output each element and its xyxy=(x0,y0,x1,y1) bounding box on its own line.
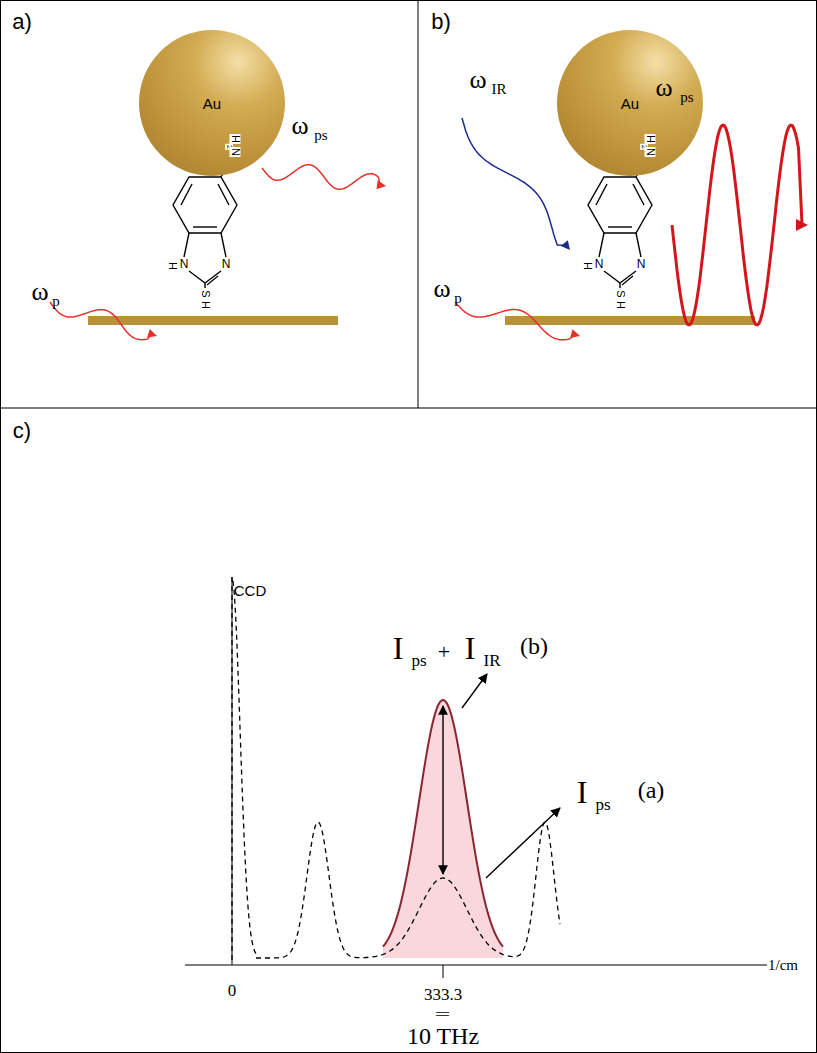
atom-label: S xyxy=(200,289,211,298)
atom-label: N xyxy=(221,258,232,270)
light-wave xyxy=(462,118,566,245)
frequency-symbol: ω xyxy=(433,276,450,302)
atom-label: H xyxy=(615,300,626,310)
particle-label: Au xyxy=(621,95,639,112)
atom-label: H xyxy=(645,134,656,144)
wave-arrowhead xyxy=(376,180,386,189)
atom-label: H xyxy=(200,300,211,310)
intensity-subscript: ps xyxy=(595,796,610,813)
intensity-subscript: ps xyxy=(411,652,426,669)
atom-label: N xyxy=(179,258,190,270)
panel-label: c) xyxy=(13,420,31,442)
panel-reference: (a) xyxy=(638,778,665,802)
atom-label: H xyxy=(167,261,178,271)
atom-label: H xyxy=(230,134,241,144)
frequency-subscript: p xyxy=(52,294,60,309)
atom-label: H xyxy=(582,261,593,271)
frequency-symbol: ω xyxy=(655,75,672,101)
panel-label: b) xyxy=(431,11,451,33)
plus-sign: + xyxy=(438,641,450,663)
intensity-subscript: IR xyxy=(484,652,501,669)
intensity-symbol: I xyxy=(465,632,476,664)
laser-line xyxy=(232,577,256,960)
raman-spectrum xyxy=(256,822,560,958)
equals-sign: || xyxy=(436,1011,451,1017)
panel-label: a) xyxy=(12,11,32,33)
particle-label: Au xyxy=(203,95,221,112)
enhanced-peak xyxy=(383,700,503,947)
atom-label: S xyxy=(615,289,626,298)
frequency-value: 10 THz xyxy=(407,1024,479,1048)
intensity-symbol: I xyxy=(577,776,588,808)
frequency-symbol: ω xyxy=(291,113,308,139)
enhanced-peak-fill xyxy=(383,700,503,958)
axis-unit: 1/cm xyxy=(767,958,799,973)
detector-label: CCD xyxy=(234,583,267,598)
light-wave xyxy=(455,302,574,340)
frequency-subscript: p xyxy=(454,291,462,306)
panel-reference: (b) xyxy=(520,634,548,658)
frequency-subscript: IR xyxy=(492,82,507,97)
frequency-subscript: ps xyxy=(680,90,693,105)
atom-label: N xyxy=(636,258,647,270)
wave-arrowhead xyxy=(570,329,580,338)
atom-label: N xyxy=(645,147,656,157)
gold-nanoparticle: Au xyxy=(139,30,285,176)
frequency-symbol: ω xyxy=(469,67,486,93)
atom-label: N xyxy=(230,147,241,157)
wave-arrowhead xyxy=(561,240,570,250)
frequency-symbol: ω xyxy=(31,279,48,305)
light-wave xyxy=(50,302,151,340)
axis-tick: 333.3 xyxy=(424,986,462,1003)
atom-label: N xyxy=(594,258,605,270)
intensity-symbol: I xyxy=(393,632,404,664)
wave-arrowhead xyxy=(796,219,808,231)
wave-arrowhead xyxy=(147,329,157,338)
frequency-subscript: ps xyxy=(314,128,327,143)
light-wave xyxy=(262,165,380,189)
axis-tick: 0 xyxy=(228,982,237,999)
light-wave xyxy=(672,125,802,325)
